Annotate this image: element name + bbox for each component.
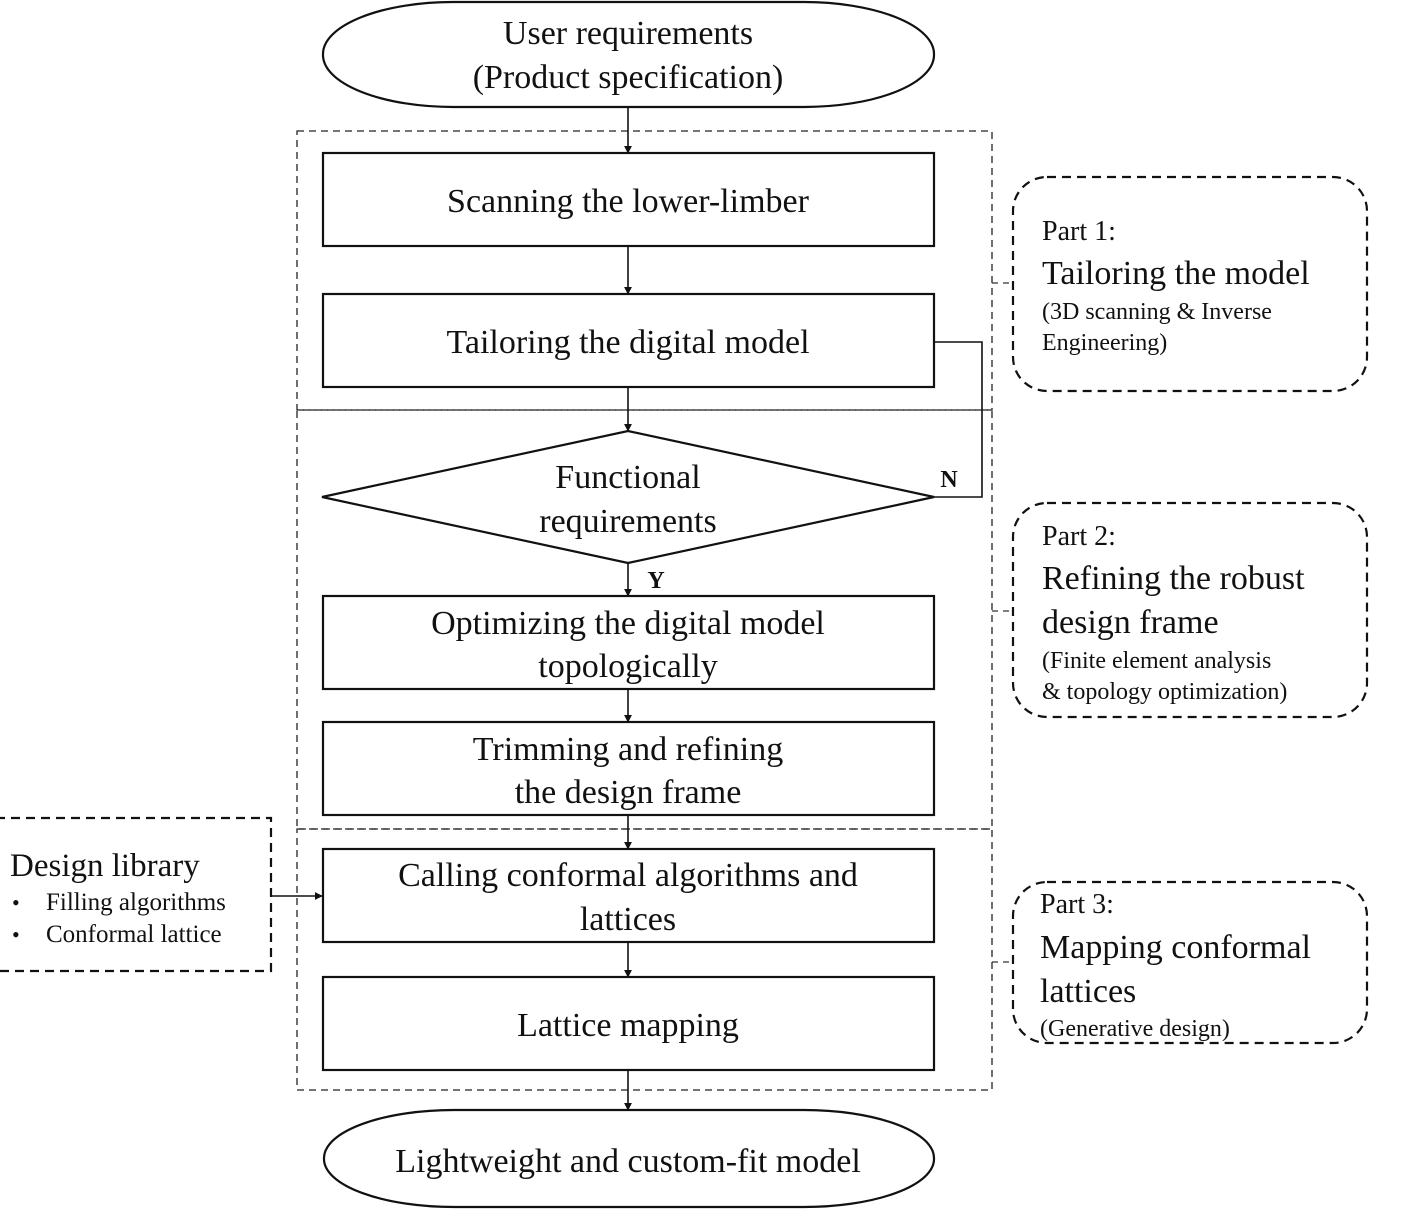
part2-note-line1: (Finite element analysis xyxy=(1042,648,1271,674)
decision-node: Functional requirements xyxy=(321,429,935,565)
scan-node: Scanning the lower-limber xyxy=(321,151,936,248)
calling-line1: Calling conformal algorithms and xyxy=(398,857,858,894)
part3-title-line1: Mapping conformal xyxy=(1040,929,1311,966)
start-node: User requirements (Product specification… xyxy=(321,0,936,109)
part2-heading: Part 2: xyxy=(1042,521,1116,552)
edge-label-no: N xyxy=(940,467,958,493)
decision-line1: Functional xyxy=(555,459,700,496)
start-line1: User requirements xyxy=(503,15,753,52)
library-item-1: Filling algorithms xyxy=(46,889,226,916)
part1-frame xyxy=(296,130,993,411)
design-library-box: Design library • Filling algorithms • Co… xyxy=(0,816,273,973)
calling-line2: lattices xyxy=(580,901,676,938)
part2-note-line2: & topology optimization) xyxy=(1042,679,1287,705)
part1-title-line1: Tailoring the model xyxy=(1042,255,1310,292)
part1-heading: Part 1: xyxy=(1042,216,1116,247)
library-bullet-2: • xyxy=(12,922,20,947)
library-bullet-1: • xyxy=(12,890,20,915)
part3-frame xyxy=(296,828,993,1091)
tailor-label: Tailoring the digital model xyxy=(446,324,809,361)
trim-node: Trimming and refining the design frame xyxy=(321,720,936,817)
part1-note-line1: (3D scanning & Inverse xyxy=(1042,299,1272,325)
end-node: Lightweight and custom-fit model xyxy=(322,1108,936,1209)
part2-frame xyxy=(296,409,993,830)
part2-title-line1: Refining the robust xyxy=(1042,560,1305,597)
part2-note: Part 2: Refining the robust design frame… xyxy=(1011,501,1369,719)
trim-line2: the design frame xyxy=(515,774,742,811)
optimize-line1: Optimizing the digital model xyxy=(431,605,825,642)
edge-decision-no-loop xyxy=(934,341,983,498)
part3-heading: Part 3: xyxy=(1040,889,1114,920)
optimize-node: Optimizing the digital model topological… xyxy=(321,594,936,691)
optimize-line2: topologically xyxy=(538,648,717,685)
start-line2: (Product specification) xyxy=(473,59,784,96)
mapping-label: Lattice mapping xyxy=(517,1007,739,1044)
part2-title-line2: design frame xyxy=(1042,604,1219,641)
library-item-2: Conformal lattice xyxy=(46,921,222,948)
part1-note-line2: Engineering) xyxy=(1042,330,1167,356)
part3-note-line1: (Generative design) xyxy=(1040,1016,1230,1042)
calling-node: Calling conformal algorithms and lattice… xyxy=(321,847,936,944)
decision-line2: requirements xyxy=(539,503,717,540)
library-title: Design library xyxy=(10,848,200,884)
edge-label-yes: Y xyxy=(647,568,664,594)
end-label: Lightweight and custom-fit model xyxy=(395,1143,861,1180)
part3-note: Part 3: Mapping conformal lattices (Gene… xyxy=(1011,880,1369,1045)
scan-label: Scanning the lower-limber xyxy=(447,183,810,220)
mapping-node: Lattice mapping xyxy=(321,975,936,1072)
tailor-node: Tailoring the digital model xyxy=(321,292,936,389)
trim-line1: Trimming and refining xyxy=(473,731,783,768)
part3-title-line2: lattices xyxy=(1040,973,1136,1010)
part1-note: Part 1: Tailoring the model (3D scanning… xyxy=(1011,175,1369,393)
